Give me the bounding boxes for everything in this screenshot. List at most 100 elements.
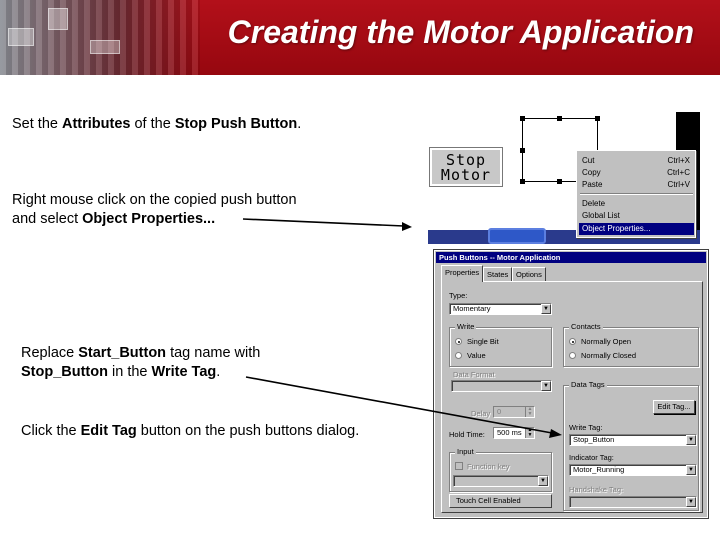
menu-item-paste[interactable]: Paste Ctrl+V xyxy=(579,179,694,191)
spin-arrows-icon[interactable]: ▲▼ xyxy=(525,407,534,417)
step-bold-text: Object Properties... xyxy=(82,211,216,227)
menu-item-delete[interactable]: Delete xyxy=(579,198,694,210)
write-group: Write xyxy=(449,322,552,367)
dropdown-arrow-icon[interactable]: ▼ xyxy=(686,465,696,475)
menu-item-global-list[interactable]: Global List xyxy=(579,210,694,222)
type-label: Type: xyxy=(449,291,468,300)
hold-time-label: Hold Time: xyxy=(449,430,485,439)
data-format-select[interactable]: ▼ xyxy=(451,380,552,392)
step-text: and select xyxy=(12,211,83,227)
title-banner: Creating the Motor Application xyxy=(0,0,720,75)
canvas-screenshot: Stop Motor Cut Ctrl+X Copy Ctrl+C Paste … xyxy=(428,112,700,244)
context-menu: Cut Ctrl+X Copy Ctrl+C Paste Ctrl+V Dele… xyxy=(576,150,696,238)
step-bold-text: Stop_Button xyxy=(21,364,108,380)
banner-chip-graphic xyxy=(8,28,34,46)
write-tag-select[interactable]: Stop_Button ▼ xyxy=(569,434,697,446)
step-text: . xyxy=(216,364,221,380)
radio-value[interactable] xyxy=(455,352,462,359)
edit-tag-button[interactable]: Edit Tag... xyxy=(653,400,695,414)
step-bold-text: Start_Button xyxy=(78,345,167,361)
dropdown-arrow-icon[interactable]: ▼ xyxy=(686,435,696,445)
menu-item-label: Cut xyxy=(582,156,595,165)
menu-item-label: Global List xyxy=(582,211,620,220)
function-key-checkbox[interactable] xyxy=(455,462,463,470)
radio-normally-open[interactable] xyxy=(569,338,576,345)
step-text: in the xyxy=(107,364,152,380)
dialog-title: Push Buttons -- Motor Application xyxy=(436,252,706,263)
menu-item-object-properties[interactable]: Object Properties... xyxy=(579,223,694,235)
write-tag-label: Write Tag: xyxy=(569,423,603,432)
banner-chip-graphic xyxy=(90,40,120,54)
menu-separator xyxy=(580,193,693,195)
spin-arrows-icon[interactable]: ▲▼ xyxy=(525,428,534,438)
canvas-blue-button[interactable] xyxy=(488,228,546,244)
menu-item-label: Copy xyxy=(582,168,601,177)
indicator-tag-select[interactable]: Motor_Running ▼ xyxy=(569,464,697,476)
single-bit-label: Single Bit xyxy=(467,337,499,346)
dropdown-arrow-icon[interactable]: ▼ xyxy=(541,381,551,391)
step-bold-text: Attributes xyxy=(61,116,131,132)
push-button-label: Stop xyxy=(445,151,487,169)
hold-time-value: 500 ms xyxy=(497,428,522,437)
step-bold-text: Edit Tag xyxy=(80,423,137,439)
tab-properties[interactable]: Properties xyxy=(441,265,484,282)
pointer-arrow-icon xyxy=(242,218,412,231)
menu-item-copy[interactable]: Copy Ctrl+C xyxy=(579,167,694,179)
radio-single-bit[interactable] xyxy=(455,338,462,345)
function-key-select[interactable]: ▼ xyxy=(453,475,549,487)
write-group-label: Write xyxy=(455,322,477,331)
input-group-label: Input xyxy=(455,447,476,456)
step-text: Right mouse click on the copied push but… xyxy=(12,192,297,208)
delay-spinner[interactable]: 0 ▲▼ xyxy=(493,406,535,418)
stop-motor-push-button[interactable]: Stop Motor xyxy=(429,147,503,187)
resize-handle[interactable] xyxy=(520,116,525,121)
resize-handle[interactable] xyxy=(557,179,562,184)
handshake-tag-select[interactable]: ▼ xyxy=(569,496,697,508)
resize-handle[interactable] xyxy=(557,116,562,121)
data-tags-group-label: Data Tags xyxy=(569,380,607,389)
step-set-attributes: Set the Attributes of the Stop Push Butt… xyxy=(12,115,301,134)
menu-item-label: Paste xyxy=(582,180,603,189)
hold-time-spinner[interactable]: 500 ms ▲▼ xyxy=(493,427,535,439)
delay-label: Delay xyxy=(471,409,491,418)
dropdown-arrow-icon[interactable]: ▼ xyxy=(686,497,696,507)
menu-item-cut[interactable]: Cut Ctrl+X xyxy=(579,155,694,167)
push-button-label: Motor xyxy=(440,166,492,184)
delay-value: 0 xyxy=(497,407,502,416)
function-key-label: Function key xyxy=(467,462,510,471)
menu-item-shortcut: Ctrl+X xyxy=(667,156,690,165)
slide-title: Creating the Motor Application xyxy=(227,14,694,50)
type-select[interactable]: Momentary ▼ xyxy=(449,303,552,315)
tab-options[interactable]: Options xyxy=(512,267,546,281)
dropdown-arrow-icon[interactable]: ▼ xyxy=(538,476,548,486)
value-label: Value xyxy=(467,351,486,360)
step-text: of the xyxy=(130,116,175,132)
tab-states[interactable]: States xyxy=(483,267,513,281)
step-text: Click the xyxy=(21,423,81,439)
type-select-value: Momentary xyxy=(453,304,491,313)
input-group: Input xyxy=(449,447,552,492)
radio-normally-closed[interactable] xyxy=(569,352,576,359)
step-bold-text: Write Tag xyxy=(151,364,217,380)
push-buttons-dialog: Push Buttons -- Motor Application Proper… xyxy=(433,249,709,519)
indicator-tag-label: Indicator Tag: xyxy=(569,453,614,462)
step-replace-tag: Replace Start_Button tag name with Stop_… xyxy=(21,344,260,382)
data-tags-group: Data Tags xyxy=(563,380,699,511)
menu-item-shortcut: Ctrl+C xyxy=(667,168,690,177)
indicator-tag-value: Motor_Running xyxy=(573,465,625,474)
resize-handle[interactable] xyxy=(520,179,525,184)
resize-handle[interactable] xyxy=(595,116,600,121)
menu-item-label: Delete xyxy=(582,199,606,208)
data-format-label: Data Format xyxy=(453,370,495,379)
dropdown-arrow-icon[interactable]: ▼ xyxy=(541,304,551,314)
step-text: Set the xyxy=(12,116,62,132)
step-bold-text: Stop Push Button xyxy=(174,116,298,132)
step-edit-tag: Click the Edit Tag button on the push bu… xyxy=(21,422,359,441)
menu-item-shortcut: Ctrl+V xyxy=(667,180,690,189)
menu-item-label: Object Properties... xyxy=(582,224,651,233)
resize-handle[interactable] xyxy=(520,148,525,153)
touch-cell-enabled[interactable]: Touch Cell Enabled xyxy=(449,494,552,508)
step-text: button on the push buttons dialog. xyxy=(136,423,360,439)
handshake-tag-label: Handshake Tag: xyxy=(569,485,624,494)
write-tag-value: Stop_Button xyxy=(573,435,615,444)
